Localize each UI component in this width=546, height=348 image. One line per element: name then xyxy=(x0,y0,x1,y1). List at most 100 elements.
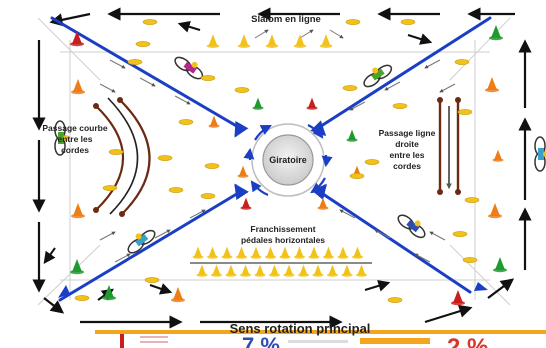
flat-cone-icon xyxy=(452,231,468,237)
cone-icon xyxy=(326,264,339,277)
track-arrowheads xyxy=(58,282,488,298)
cone-icon xyxy=(70,259,84,275)
cone-icon xyxy=(312,264,324,277)
cone-icon xyxy=(317,197,329,210)
cone-icon xyxy=(306,97,318,110)
label-courbe-line3: cordes xyxy=(61,145,89,155)
flat-cone-icon xyxy=(464,197,480,203)
cone-icon xyxy=(70,31,84,47)
flat-cone-icon xyxy=(364,159,380,165)
cone-icon xyxy=(485,77,499,93)
label-slalom: Slalom en ligne xyxy=(251,14,321,25)
flat-cone-icon xyxy=(108,149,124,155)
cone-icon xyxy=(71,203,85,219)
cone-icon xyxy=(293,246,306,259)
flat-cone-icon xyxy=(157,155,173,161)
flat-cone-icon xyxy=(457,109,473,115)
diagonal-tracks xyxy=(50,16,492,302)
cone-icon xyxy=(206,34,220,48)
cone-icon xyxy=(488,203,502,219)
cone-icon xyxy=(355,264,368,277)
cone-icon xyxy=(221,246,233,259)
cyclist-icon xyxy=(397,214,426,239)
curved-ropes xyxy=(93,97,151,217)
cone-icon xyxy=(265,34,279,48)
cone-icon xyxy=(102,285,116,301)
cone-icon xyxy=(337,246,349,259)
flat-cone-icon xyxy=(462,257,478,263)
roundabout xyxy=(243,123,333,197)
cone-icon xyxy=(237,34,251,48)
cones-layer xyxy=(70,19,507,306)
flat-cone-icon xyxy=(200,75,216,81)
flat-cone-icon xyxy=(142,19,158,25)
cone-icon xyxy=(493,257,507,273)
cone-icon xyxy=(341,264,353,277)
cone-icon xyxy=(283,264,295,277)
label-ligne-line1: Passage ligne xyxy=(379,128,436,138)
flat-cone-icon xyxy=(345,19,361,25)
banner-orange-strip xyxy=(95,330,546,334)
cone-icon xyxy=(489,25,503,41)
cone-icon xyxy=(210,264,223,277)
cone-icon xyxy=(297,264,310,277)
short-rotation-arrows xyxy=(43,21,433,301)
flat-cone-icon xyxy=(349,173,365,179)
cone-icon xyxy=(208,115,220,128)
bottom-banner: Sens rotation principal 7 % 2 % xyxy=(0,321,546,348)
label-ligne-line2: droite xyxy=(395,139,419,149)
cone-icon xyxy=(237,165,249,178)
flat-cone-icon xyxy=(127,59,143,65)
cone-icon xyxy=(250,246,262,259)
bottom-caption: Sens rotation principal xyxy=(230,321,371,336)
flat-cone-icon xyxy=(392,103,408,109)
cone-icon xyxy=(225,264,237,277)
cone-icon xyxy=(264,246,277,259)
flat-cone-icon xyxy=(234,87,250,93)
cone-icon xyxy=(279,246,291,259)
cone-icon xyxy=(322,246,335,259)
guide-arrows xyxy=(99,29,456,263)
cyclist-icon xyxy=(127,229,156,254)
label-franchissement-line1: Franchissement xyxy=(250,224,315,234)
flat-cone-icon xyxy=(387,297,403,303)
flat-cone-icon xyxy=(400,19,416,25)
cone-icon xyxy=(254,264,266,277)
cyclist-icon xyxy=(534,136,546,172)
cone-icon xyxy=(239,264,252,277)
cone-icon xyxy=(196,264,208,277)
label-franchissement-line2: pédales horizontales xyxy=(241,235,325,245)
flat-cone-icon xyxy=(204,163,220,169)
cone-icon xyxy=(252,97,264,110)
roundabout-icon xyxy=(262,134,314,186)
label-ligne-line3: entre les xyxy=(390,150,425,160)
stat-right: 2 % xyxy=(447,334,488,348)
cone-icon xyxy=(319,34,333,48)
main-rotation-arrows xyxy=(32,7,532,329)
label-courbe-line1: Passage courbe xyxy=(42,123,107,133)
floor-lines xyxy=(37,17,511,306)
cone-icon xyxy=(293,34,307,48)
cone-icon xyxy=(240,197,252,210)
flat-cone-icon xyxy=(178,119,194,125)
flat-cone-icon xyxy=(74,295,90,301)
cone-icon xyxy=(268,264,281,277)
cone-icon xyxy=(492,149,504,162)
cone-icon xyxy=(71,79,85,95)
flat-cone-icon xyxy=(144,277,160,283)
label-courbe-line2: entre les xyxy=(58,134,93,144)
stat-left: 7 % xyxy=(242,333,280,348)
flat-cone-icon xyxy=(342,85,358,91)
label-ligne-line4: cordes xyxy=(393,161,421,171)
cone-icon xyxy=(235,246,248,259)
label-giratoire: Giratoire xyxy=(269,155,307,165)
flat-cone-icon xyxy=(102,185,118,191)
flat-cone-icon xyxy=(135,41,151,47)
straight-ropes xyxy=(437,97,461,195)
cyclist-icon xyxy=(363,64,393,88)
cone-icon xyxy=(206,246,219,259)
cone-icon xyxy=(171,287,185,303)
flat-cone-icon xyxy=(454,59,470,65)
flat-cone-icon xyxy=(168,187,184,193)
